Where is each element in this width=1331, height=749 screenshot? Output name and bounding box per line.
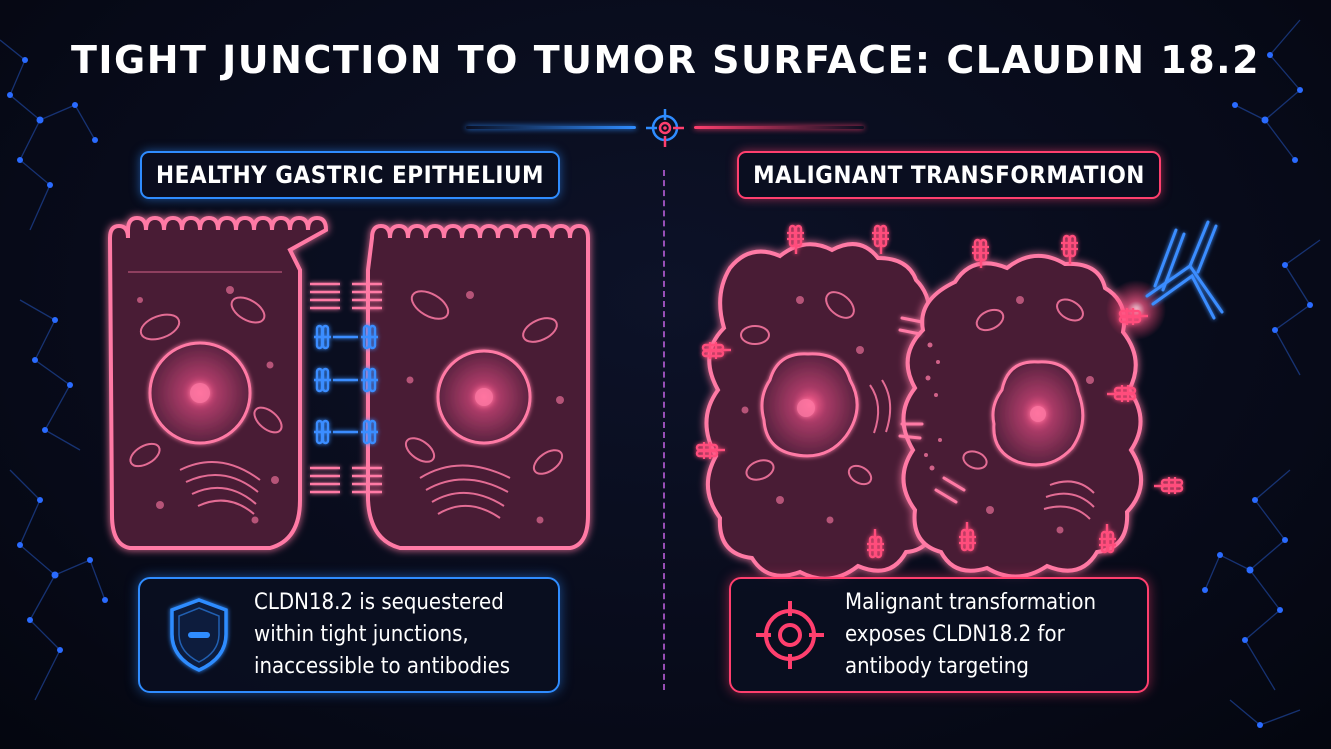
tight-junction (310, 282, 382, 494)
healthy-cell-left (107, 215, 329, 550)
scattered-particles (924, 342, 942, 471)
header-line-left (466, 126, 636, 129)
antibody-icon (1106, 220, 1224, 340)
header-line-right (694, 126, 864, 129)
healthy-cell-right (366, 223, 590, 550)
healthy-panel-label: HEALTHY GASTRIC EPITHELIUM (140, 151, 560, 199)
malignant-caption: Malignant transformation exposes CLDN18.… (845, 590, 1097, 679)
healthy-caption: CLDN18.2 is sequestered within tight jun… (254, 590, 511, 679)
page-title: TIGHT JUNCTION TO TUMOR SURFACE: CLAUDIN… (70, 38, 1261, 82)
claudin-pair-1 (312, 324, 380, 350)
malignant-panel-label: MALIGNANT TRANSFORMATION (737, 151, 1161, 199)
malignant-cell-left (704, 242, 951, 581)
released-fragments (898, 316, 966, 504)
healthy-info-box: CLDN18.2 is sequestered within tight jun… (138, 577, 560, 693)
target-icon (756, 601, 824, 669)
claudin-pair-3 (312, 419, 380, 445)
shield-icon (170, 598, 228, 672)
malignant-cell-right (901, 253, 1144, 579)
claudin-pair-2 (312, 367, 380, 393)
panel-divider (663, 170, 665, 690)
malignant-info-box: Malignant transformation exposes CLDN18.… (729, 577, 1149, 693)
